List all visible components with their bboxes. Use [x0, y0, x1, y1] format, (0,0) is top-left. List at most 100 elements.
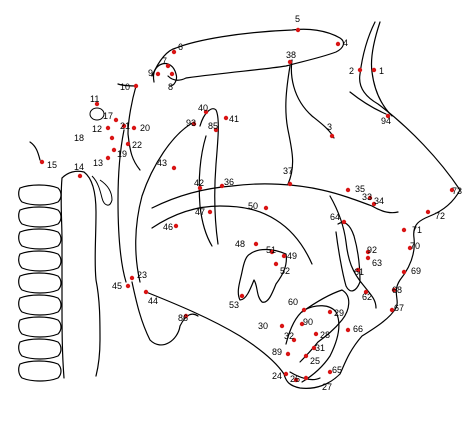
landmark-label-20: 20: [140, 123, 150, 133]
tooth-outline: [18, 338, 62, 360]
landmark-point-52: [273, 261, 279, 267]
landmark-point-24: [283, 371, 289, 377]
landmark-point-18: [109, 135, 115, 141]
landmark-label-89: 89: [272, 347, 282, 357]
upper-molar: [237, 248, 287, 303]
landmark-label-41: 41: [229, 114, 239, 124]
landmark-label-33: 33: [362, 192, 372, 202]
landmark-label-9: 9: [148, 68, 153, 78]
upper-incisor: [335, 221, 361, 292]
landmark-point-90: [299, 321, 305, 327]
landmark-label-19: 19: [117, 149, 127, 159]
landmark-label-63: 63: [372, 258, 382, 268]
landmark-point-19: [111, 147, 117, 153]
landmark-point-68: [391, 287, 397, 293]
landmark-point-46: [173, 223, 179, 229]
cranial-base: [117, 83, 141, 171]
landmark-point-89: [285, 351, 291, 357]
landmark-label-14: 14: [74, 162, 84, 172]
landmark-point-10: [133, 83, 139, 89]
landmark-point-27: [303, 375, 309, 381]
landmark-point-3: [329, 133, 335, 139]
landmark-label-11: 11: [90, 94, 99, 104]
landmark-label-86: 86: [178, 313, 188, 323]
landmark-label-65: 65: [332, 365, 342, 375]
symphysis-outline: [285, 305, 340, 383]
palate-lower: [151, 205, 313, 265]
landmark-point-4: [335, 41, 341, 47]
landmark-label-90: 90: [303, 317, 313, 327]
landmark-point-86: [183, 313, 189, 319]
landmark-label-85: 85: [208, 121, 218, 131]
landmark-label-92: 92: [367, 245, 377, 255]
soft-tissue-profile: [283, 21, 461, 389]
landmark-point-8: [169, 71, 175, 77]
fissure-inner: [198, 135, 213, 247]
landmark-label-35: 35: [355, 184, 365, 194]
landmark-label-93: 93: [186, 118, 196, 128]
landmark-point-14: [77, 173, 83, 179]
landmark-point-47: [207, 209, 213, 215]
landmark-label-60: 60: [288, 297, 298, 307]
lower-incisor: [299, 289, 350, 363]
landmark-point-25: [303, 353, 309, 359]
landmark-point-2: [357, 67, 363, 73]
landmark-point-71: [401, 227, 407, 233]
landmark-point-32: [291, 337, 297, 343]
landmark-point-12: [105, 125, 111, 131]
landmark-point-41: [223, 115, 229, 121]
landmark-point-11: [94, 101, 100, 107]
tooth-outline: [18, 294, 62, 316]
landmark-label-18: 18: [74, 133, 84, 143]
landmark-label-72: 72: [435, 211, 445, 221]
landmark-point-31: [311, 345, 317, 351]
landmark-point-63: [365, 255, 371, 261]
landmark-label-37: 37: [283, 166, 293, 176]
landmark-point-94: [385, 113, 391, 119]
landmark-point-7: [165, 63, 171, 69]
landmark-label-8: 8: [168, 82, 173, 92]
landmark-point-69: [401, 269, 407, 275]
landmark-point-72: [425, 209, 431, 215]
landmark-point-26: [293, 377, 299, 383]
landmark-label-61: 61: [354, 267, 364, 277]
pterygoid-curve: [285, 65, 294, 185]
landmark-label-71: 71: [412, 225, 422, 235]
landmark-point-22: [125, 141, 131, 147]
mandibular-plane: [145, 291, 285, 375]
landmark-point-51: [269, 249, 275, 255]
ptm-curve: [135, 121, 195, 283]
landmark-point-28: [313, 331, 319, 337]
landmark-point-1: [371, 67, 377, 73]
landmark-label-47: 47: [195, 207, 205, 217]
landmark-label-30: 30: [258, 321, 268, 331]
landmark-label-45: 45: [112, 281, 122, 291]
landmark-point-49: [281, 253, 287, 259]
landmark-point-9: [155, 71, 161, 77]
tooth-outline: [18, 250, 62, 272]
landmark-point-15: [39, 159, 45, 165]
landmark-point-60: [301, 307, 307, 313]
nasal-ala-line: [349, 91, 387, 115]
landmark-label-70: 70: [410, 241, 420, 251]
landmark-point-45: [125, 283, 131, 289]
landmark-label-10: 10: [120, 82, 130, 92]
landmark-layer: 1234567891011121314151718192021222324252…: [39, 14, 462, 392]
landmark-label-23: 23: [137, 270, 147, 280]
landmark-label-4: 4: [343, 38, 348, 48]
tooth-outline: [18, 228, 62, 250]
landmark-label-27: 27: [322, 382, 332, 392]
left-teeth-column: [18, 184, 62, 382]
landmark-label-15: 15: [47, 160, 57, 170]
landmark-point-13: [105, 155, 111, 161]
landmark-label-7: 7: [162, 56, 167, 66]
landmark-label-31: 31: [315, 343, 325, 353]
landmark-point-70: [407, 245, 413, 251]
landmark-point-62: [363, 289, 369, 295]
landmark-label-51: 51: [266, 245, 276, 255]
landmark-point-85: [213, 127, 219, 133]
landmark-label-69: 69: [411, 266, 421, 276]
landmark-point-21: [121, 123, 127, 129]
